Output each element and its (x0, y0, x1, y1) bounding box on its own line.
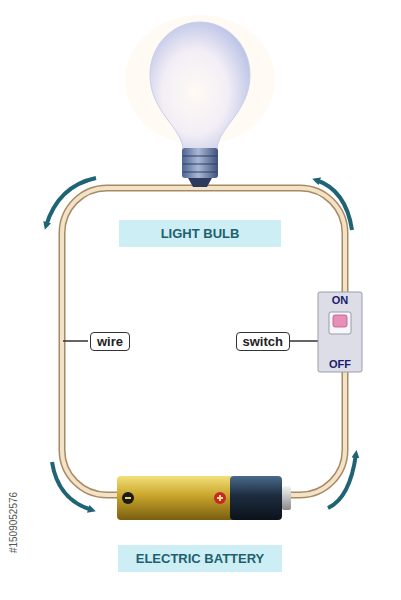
current-arrow (328, 454, 356, 508)
current-arrow (316, 180, 352, 230)
node-text: wire (97, 334, 123, 349)
wire-loop (62, 188, 345, 495)
current-arrow (52, 462, 92, 510)
switch-state: ON (332, 294, 349, 306)
node-text: ELECTRIC BATTERY (126, 551, 274, 566)
leader-line (63, 340, 88, 342)
leader-line (290, 340, 318, 342)
node-text: LIGHT BULB (127, 226, 273, 241)
part-label: wire (90, 332, 130, 351)
light-bulb-icon (125, 15, 275, 187)
component-band: LIGHT BULB (119, 220, 281, 247)
current-arrow (46, 178, 96, 226)
node-text: switch (243, 334, 283, 349)
switch-symbol (318, 292, 362, 372)
component-band: ELECTRIC BATTERY (118, 545, 282, 572)
part-label: switch (236, 332, 290, 351)
watermark-number: #1509052576 (9, 491, 20, 552)
wire-core (62, 188, 345, 495)
switch-state: OFF (329, 358, 351, 370)
battery-symbol (117, 476, 291, 520)
